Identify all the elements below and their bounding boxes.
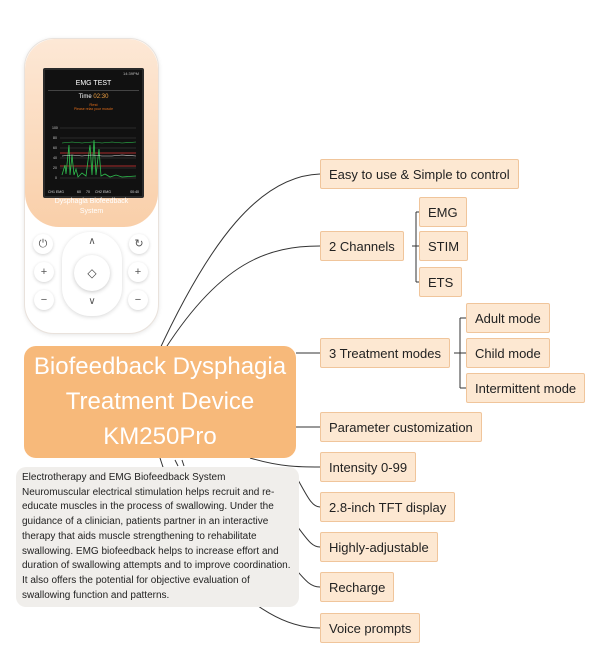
feature-display: 2.8-inch TFT display (320, 492, 456, 522)
feature-intensity: Intensity 0-99 (320, 452, 417, 482)
power-icon: ⏻ (33, 234, 53, 254)
chevron-up-icon: ∧ (88, 236, 96, 247)
description-node: Electrotherapy and EMG Biofeedback Syste… (16, 467, 299, 607)
y-tick-label: 0 (55, 176, 57, 180)
screen-footer-ch1: CH1 EMG (48, 190, 64, 194)
refresh-icon: ↻ (129, 234, 149, 254)
y-tick-label: 60 (53, 146, 57, 150)
screen-time: Time 02:30 (45, 92, 142, 102)
feature-voice: Voice prompts (320, 613, 421, 643)
device-label-line2: System (79, 208, 104, 215)
diamond-icon: ◇ (74, 255, 110, 291)
screen-time-label: Time (78, 94, 92, 100)
mode-item: Adult mode (466, 303, 550, 333)
chevron-down-icon: ∨ (88, 296, 96, 307)
y-tick-label: 100 (52, 126, 58, 130)
description-text: Electrotherapy and EMG Biofeedback Syste… (22, 472, 291, 601)
channel-item: ETS (419, 267, 463, 297)
feature-adjustable: Highly-adjustable (320, 532, 438, 562)
screen-footer-x-tick: 70 (86, 190, 90, 194)
screen-rest-label: Rest (89, 102, 98, 107)
screen-time-value: 02:30 (93, 94, 109, 100)
central-topic-line2: Treatment Device (65, 388, 255, 415)
screen-prompt: Please relax your muscle (73, 107, 114, 111)
device-label-line1: Dysphagia Biofeedback (54, 198, 129, 205)
plus-icon: + (34, 262, 54, 282)
direction-pad: ∧ ◇ ∨ (62, 232, 122, 316)
y-tick-label: 40 (53, 156, 57, 160)
mode-item: Child mode (466, 338, 550, 368)
feature-easy: Easy to use & Simple to control (320, 159, 519, 189)
emg-graph: 100 80 60 40 20 0 (52, 126, 136, 180)
screen-title: EMG TEST (48, 78, 139, 91)
device-label: Dysphagia Biofeedback System (25, 197, 158, 217)
channel-item: EMG (419, 197, 467, 227)
feature-recharge: Recharge (320, 572, 395, 602)
feature-channels: 2 Channels (320, 231, 404, 261)
y-tick-label: 20 (53, 166, 57, 170)
plus-icon: + (128, 262, 148, 282)
y-tick-label: 80 (53, 136, 57, 140)
screen-status-time: 14:39PM (122, 71, 139, 76)
channel-item: STIM (419, 231, 469, 261)
mode-item: Intermittent mode (466, 373, 586, 403)
screen-footer-ch2: CH2 EMG (95, 190, 111, 194)
central-topic-line1: Biofeedback Dysphagia (33, 353, 287, 380)
central-topic-node: Biofeedback Dysphagia Treatment Device K… (24, 346, 296, 458)
central-topic-line3: KM250Pro (103, 423, 217, 450)
screen-footer-time: 00:40 (130, 190, 139, 194)
device-screen: 14:39PM EMG TEST Time 02:30 Rest Please … (43, 68, 144, 198)
screen-footer-x-tick: 60 (77, 190, 81, 194)
screen-footer: CH1 EMG 60 70 CH2 EMG 00:40 (45, 188, 142, 196)
feature-treatment-modes: 3 Treatment modes (320, 338, 450, 368)
minus-icon: − (128, 290, 148, 310)
minus-icon: − (34, 290, 54, 310)
device-illustration: 14:39PM EMG TEST Time 02:30 Rest Please … (24, 38, 159, 334)
feature-parameter: Parameter customization (320, 412, 482, 442)
